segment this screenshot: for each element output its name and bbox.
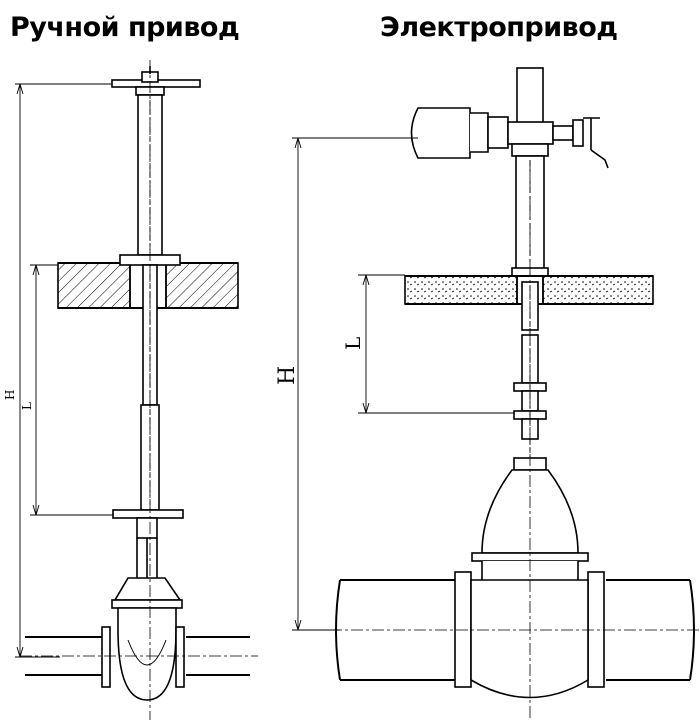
title-electric-drive: Электропривод xyxy=(380,12,618,43)
manual-L-label: L xyxy=(20,402,34,410)
electric-drive-drawing xyxy=(330,67,700,718)
manual-dimension-lines xyxy=(15,83,113,658)
pipe-manual xyxy=(20,626,258,688)
lower-bracket xyxy=(112,509,184,519)
pipe-electric xyxy=(330,571,700,699)
title-manual-drive: Ручной привод xyxy=(10,12,240,43)
gate-valve-manual xyxy=(111,577,183,701)
manual-drive-drawing xyxy=(20,60,258,720)
manual-H-label: H xyxy=(3,390,17,400)
floor-slab-electric xyxy=(404,275,654,305)
handwheel xyxy=(111,66,201,96)
electric-L-label: L xyxy=(341,337,365,350)
electric-dimension-lines xyxy=(292,137,514,631)
gearbox xyxy=(507,117,609,169)
electric-motor xyxy=(410,107,509,159)
electric-H-label: H xyxy=(275,366,300,385)
top-shaft xyxy=(516,67,544,124)
